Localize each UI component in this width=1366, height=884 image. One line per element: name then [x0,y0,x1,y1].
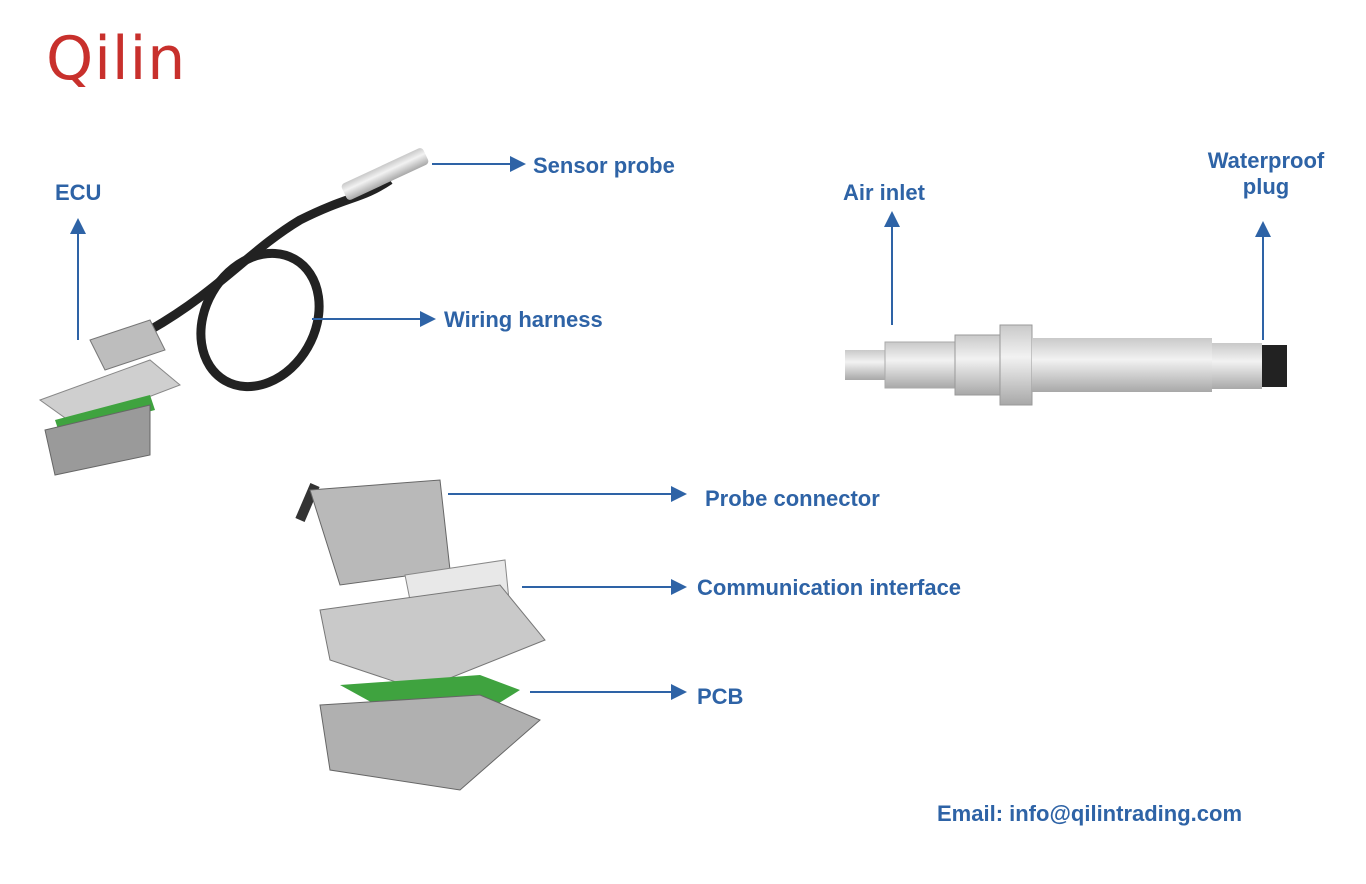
label-probe-connector: Probe connector [705,486,880,511]
sensor-assembly-image [38,148,429,476]
label-sensor-probe: Sensor probe [533,153,675,178]
label-waterproof-line2: plug [1242,174,1290,199]
label-ecu: ECU [55,180,102,205]
label-communication-interface: Communication interface [697,575,962,600]
exploded-ecu-image [295,479,546,791]
label-air-inlet: Air inlet [843,180,925,205]
footer-email: Email: info@qilintrading.com [937,801,1243,826]
label-waterproof-plug: Waterproof plug [1198,148,1334,200]
qilin-logo: Qilin [46,24,187,94]
probe-image [845,324,1287,406]
label-waterproof-line1: Waterproof [1207,148,1325,173]
label-pcb: PCB [697,684,744,709]
label-wiring-harness: Wiring harness [444,307,603,332]
